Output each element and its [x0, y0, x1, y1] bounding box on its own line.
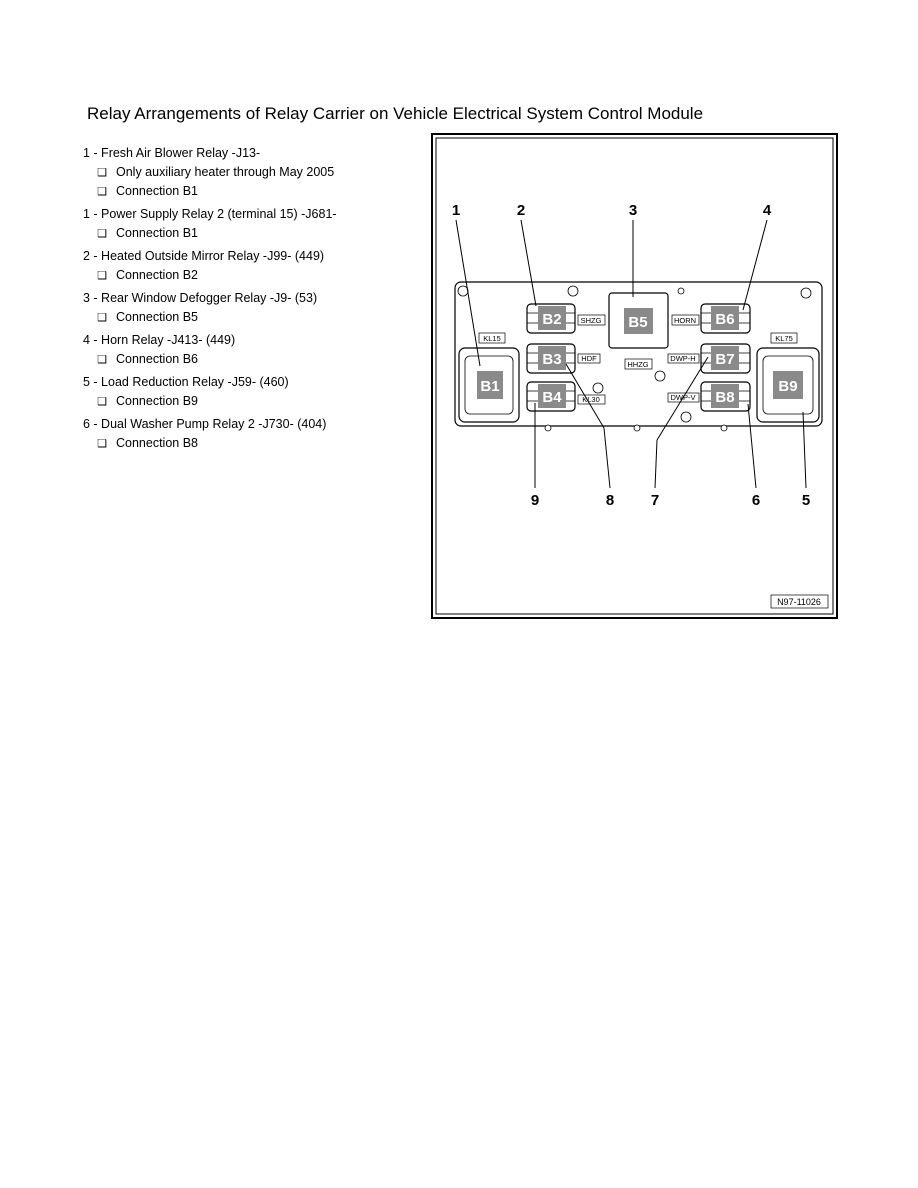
entry-heading: 3 - Rear Window Defogger Relay -J9- (53) [83, 291, 318, 305]
figure-inner-frame [435, 137, 834, 615]
callout-8: 8 [606, 492, 614, 509]
relay-b9: B9 [756, 347, 820, 423]
callout-6: 6 [752, 492, 760, 509]
relay-b3: B3 [526, 343, 576, 374]
tag-kl30: KL30 [582, 395, 600, 404]
list-item: 5 - Load Reduction Relay -J59- (460) ❑ Co… [83, 373, 413, 412]
relay-b3-label: B3 [542, 351, 561, 368]
entry-heading: 6 - Dual Washer Pump Relay 2 -J730- (404… [83, 417, 327, 431]
page-title: Relay Arrangements of Relay Carrier on V… [87, 104, 704, 123]
relay-b8-label: B8 [715, 389, 734, 406]
figure-id: N97-11026 [777, 597, 821, 607]
callout-5: 5 [802, 492, 810, 509]
tag-hdf: HDF [581, 354, 597, 363]
relay-b4: B4 [526, 381, 576, 412]
list-item: 4 - Horn Relay -J413- (449) ❑ Connection … [83, 331, 413, 370]
entry-heading: 4 - Horn Relay -J413- (449) [83, 333, 236, 347]
callout-7: 7 [651, 492, 659, 509]
entry-item: ❑ Connection B8 [83, 435, 413, 454]
entry-item-text: Only auxiliary heater through May 2005 [116, 165, 335, 179]
callout-4: 4 [763, 202, 772, 219]
tag-shzg: SHZG [581, 316, 602, 325]
checkbox-bullet-icon: ❑ [97, 270, 107, 282]
relay-b8: B8 [700, 381, 751, 412]
callout-1: 1 [452, 202, 460, 219]
entry-item-text: Connection B2 [116, 268, 199, 282]
mounting-holes [457, 285, 812, 432]
callout-9: 9 [531, 492, 539, 509]
checkbox-bullet-icon: ❑ [97, 354, 107, 366]
callout-2: 2 [517, 202, 525, 219]
entry-item: ❑ Connection B6 [83, 351, 413, 370]
checkbox-bullet-icon: ❑ [97, 228, 107, 240]
list-item: 1 - Power Supply Relay 2 (terminal 15) -… [83, 205, 413, 244]
checkbox-bullet-icon: ❑ [97, 396, 107, 408]
entry-item-text: Connection B1 [116, 184, 199, 198]
relay-b6: B6 [700, 303, 751, 334]
entry-heading: 1 - Fresh Air Blower Relay -J13- [83, 146, 261, 160]
entry-item: ❑ Connection B1 [83, 183, 413, 202]
relay-b2-label: B2 [542, 311, 561, 328]
relay-list: 1 - Fresh Air Blower Relay -J13- ❑ Only a… [83, 144, 413, 454]
tag-dwp-h: DWP-H [670, 354, 695, 363]
tag-kl75: KL75 [775, 334, 793, 343]
checkbox-bullet-icon: ❑ [97, 186, 107, 198]
relay-b4-label: B4 [542, 389, 562, 406]
entry-item: ❑ Connection B2 [83, 267, 413, 286]
entry-item: ❑ Connection B5 [83, 309, 413, 328]
relay-b2: B2 [526, 303, 576, 334]
list-item: 1 - Fresh Air Blower Relay -J13- ❑ Only a… [83, 144, 413, 202]
checkbox-bullet-icon: ❑ [97, 167, 107, 179]
entry-item: ❑ Connection B9 [83, 393, 413, 412]
relay-b1-label: B1 [480, 378, 499, 395]
relay-b9-label: B9 [778, 378, 797, 395]
list-item: 2 - Heated Outside Mirror Relay -J99- (4… [83, 247, 413, 286]
checkbox-bullet-icon: ❑ [97, 312, 107, 324]
entry-item-text: Connection B1 [116, 226, 199, 240]
entry-item-text: Connection B6 [116, 352, 199, 366]
tag-kl15: KL15 [483, 334, 501, 343]
relay-b6-label: B6 [715, 311, 734, 328]
entry-item-text: Connection B8 [116, 436, 199, 450]
relay-b5-label: B5 [628, 314, 647, 331]
list-item: 3 - Rear Window Defogger Relay -J9- (53)… [83, 289, 413, 328]
entry-heading: 2 - Heated Outside Mirror Relay -J99- (4… [83, 249, 325, 263]
leader-lines [455, 219, 807, 489]
relay-carrier-diagram: B1 B9 B5 B2 B3 B4 B6 [431, 133, 838, 619]
relay-b5: B5 [608, 292, 669, 349]
checkbox-bullet-icon: ❑ [97, 438, 107, 450]
entry-heading: 5 - Load Reduction Relay -J59- (460) [83, 375, 289, 389]
entry-item: ❑ Only auxiliary heater through May 2005 [83, 164, 413, 183]
relay-b1: B1 [458, 347, 520, 423]
callout-3: 3 [629, 202, 637, 219]
entry-item: ❑ Connection B1 [83, 225, 413, 244]
relay-b7-label: B7 [715, 351, 734, 368]
entry-item-text: Connection B5 [116, 310, 199, 324]
list-item: 6 - Dual Washer Pump Relay 2 -J730- (404… [83, 415, 413, 454]
entry-item-text: Connection B9 [116, 394, 199, 408]
tag-horn: HORN [674, 316, 696, 325]
entry-heading: 1 - Power Supply Relay 2 (terminal 15) -… [83, 207, 337, 221]
tag-hhzg: HHZG [627, 360, 648, 369]
relay-b7: B7 [700, 343, 751, 374]
